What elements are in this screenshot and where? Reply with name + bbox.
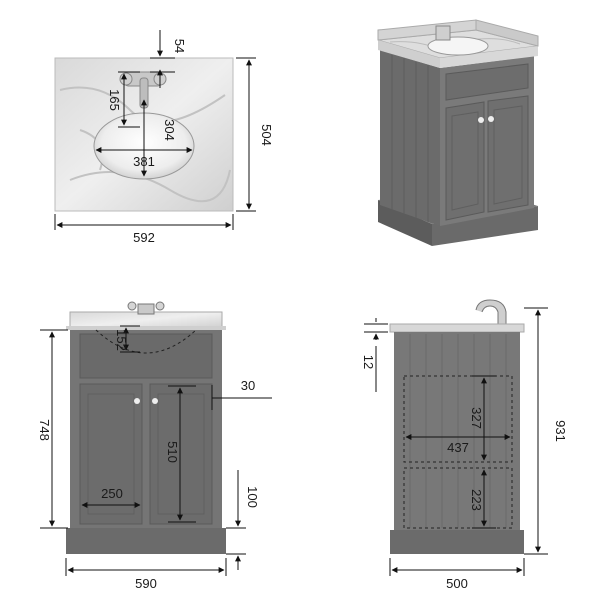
side-tap-icon xyxy=(475,299,507,325)
basin-width-label: 381 xyxy=(133,154,155,169)
basin-depth-label: 304 xyxy=(162,119,177,141)
top-depth-label: 504 xyxy=(259,124,274,146)
door-width-label: 250 xyxy=(101,486,123,501)
top-thickness-label: 12 xyxy=(361,355,376,369)
side-view: 12 327 437 223 931 500 xyxy=(361,299,568,591)
tap-offset-label: 54 xyxy=(172,39,187,53)
top-width-label: 592 xyxy=(133,230,155,245)
front-width-label: 590 xyxy=(135,576,157,591)
shelf-height-label: 327 xyxy=(469,407,484,429)
side-depth-label: 500 xyxy=(446,576,468,591)
basin-drop-label: 152 xyxy=(114,329,129,351)
front-view: 152 748 30 510 250 100 590 xyxy=(37,301,272,591)
front-height-label: 748 xyxy=(37,419,52,441)
top-view: 592 504 54 165 304 381 xyxy=(54,30,274,245)
door-height-label: 510 xyxy=(165,441,180,463)
tap-basin-label: 165 xyxy=(107,89,122,111)
interior-width-label: 437 xyxy=(447,440,469,455)
side-clearance-label: 30 xyxy=(241,378,255,393)
perspective-view xyxy=(377,19,539,246)
side-height-label: 931 xyxy=(553,420,568,442)
plinth-height-label: 100 xyxy=(245,486,260,508)
lower-height-label: 223 xyxy=(469,489,484,511)
front-tap-icon xyxy=(127,301,165,315)
